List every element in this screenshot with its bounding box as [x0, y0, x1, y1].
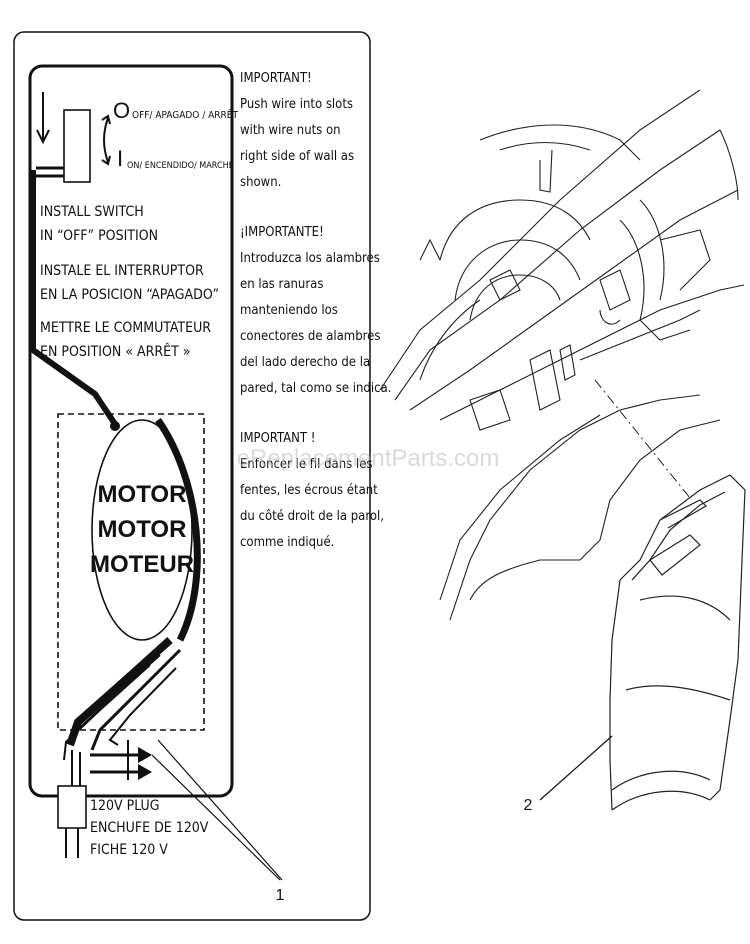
motor-label: MOTOR	[98, 481, 187, 508]
note-line: manteniendo los	[240, 303, 338, 318]
plug-label: ENCHUFE DE 120V	[90, 820, 209, 836]
motor-lead	[155, 417, 201, 642]
note-heading: ¡IMPORTANTE!	[240, 225, 324, 240]
motor-body	[91, 419, 193, 641]
install-line: EN POSITION « ARRÊT »	[40, 342, 191, 360]
motor-label: MOTEUR	[90, 551, 194, 578]
callout-2: 2	[524, 797, 533, 814]
motor-housing-outline	[57, 413, 205, 731]
note-line: with wire nuts on	[240, 123, 341, 138]
off-label: OFF/ APAGADO / ARRÊT	[132, 108, 238, 121]
plug-label: FICHE 120 V	[90, 842, 168, 858]
note-line: Introduzca los alambres	[240, 251, 380, 266]
install-line: IN “OFF” POSITION	[40, 228, 158, 244]
note-spanish: ¡IMPORTANTE! Introduzca los alambres en …	[240, 225, 391, 396]
note-line: shown.	[240, 175, 281, 190]
note-line: en las ranuras	[240, 277, 323, 292]
wire-nut	[110, 421, 120, 431]
callout-1: 1	[276, 887, 285, 904]
plug-label: 120V PLUG	[90, 798, 160, 814]
note-line: del lado derecho de la	[240, 355, 370, 370]
wire-arrow	[138, 764, 152, 780]
wiring-frame	[28, 64, 234, 798]
switch-icon	[36, 92, 111, 183]
leader-line-1a	[151, 754, 281, 881]
install-line: INSTALL SWITCH	[40, 204, 144, 220]
wire-cover-drawing	[609, 474, 746, 811]
wire-arrow	[138, 747, 152, 763]
switch-wire	[30, 170, 118, 426]
note-line: comme indiqué.	[240, 535, 334, 550]
note-line: conectores de alambres	[240, 329, 380, 344]
note-line: du côté droit de la parol,	[240, 509, 384, 524]
note-line: fentes, les écrous étant	[240, 483, 378, 498]
install-instructions: INSTALL SWITCH IN “OFF” POSITION INSTALE…	[40, 204, 219, 360]
off-symbol: O	[113, 98, 130, 123]
note-line: right side of wall as	[240, 149, 354, 164]
leader-line-2	[539, 735, 613, 801]
note-line: Enfoncer le fil dans les	[240, 457, 372, 472]
note-line: Push wire into slots	[240, 97, 353, 112]
note-heading: IMPORTANT!	[240, 71, 312, 86]
wire-bundle	[63, 637, 182, 790]
on-label: ON/ ENCENDIDO/ MARCHE	[127, 161, 234, 171]
install-line: METTRE LE COMMUTATEUR	[40, 320, 211, 336]
alignment-line	[594, 379, 691, 499]
install-line: INSTALE EL INTERRUPTOR	[40, 263, 204, 279]
mower-housing-drawing	[379, 89, 745, 621]
note-line: pared, tal como se indica.	[240, 381, 391, 396]
motor-label: MOTOR	[98, 516, 187, 543]
watermark: eReplacementParts.com	[237, 445, 500, 472]
note-english: IMPORTANT! Push wire into slots with wir…	[240, 71, 354, 190]
plug-icon	[57, 785, 87, 858]
install-line: EN LA POSICION “APAGADO”	[40, 287, 219, 303]
note-heading: IMPORTANT !	[240, 431, 315, 446]
note-french: IMPORTANT ! Enfoncer le fil dans les fen…	[240, 431, 384, 550]
leader-line-1b	[157, 739, 283, 881]
on-symbol: I	[117, 146, 123, 171]
